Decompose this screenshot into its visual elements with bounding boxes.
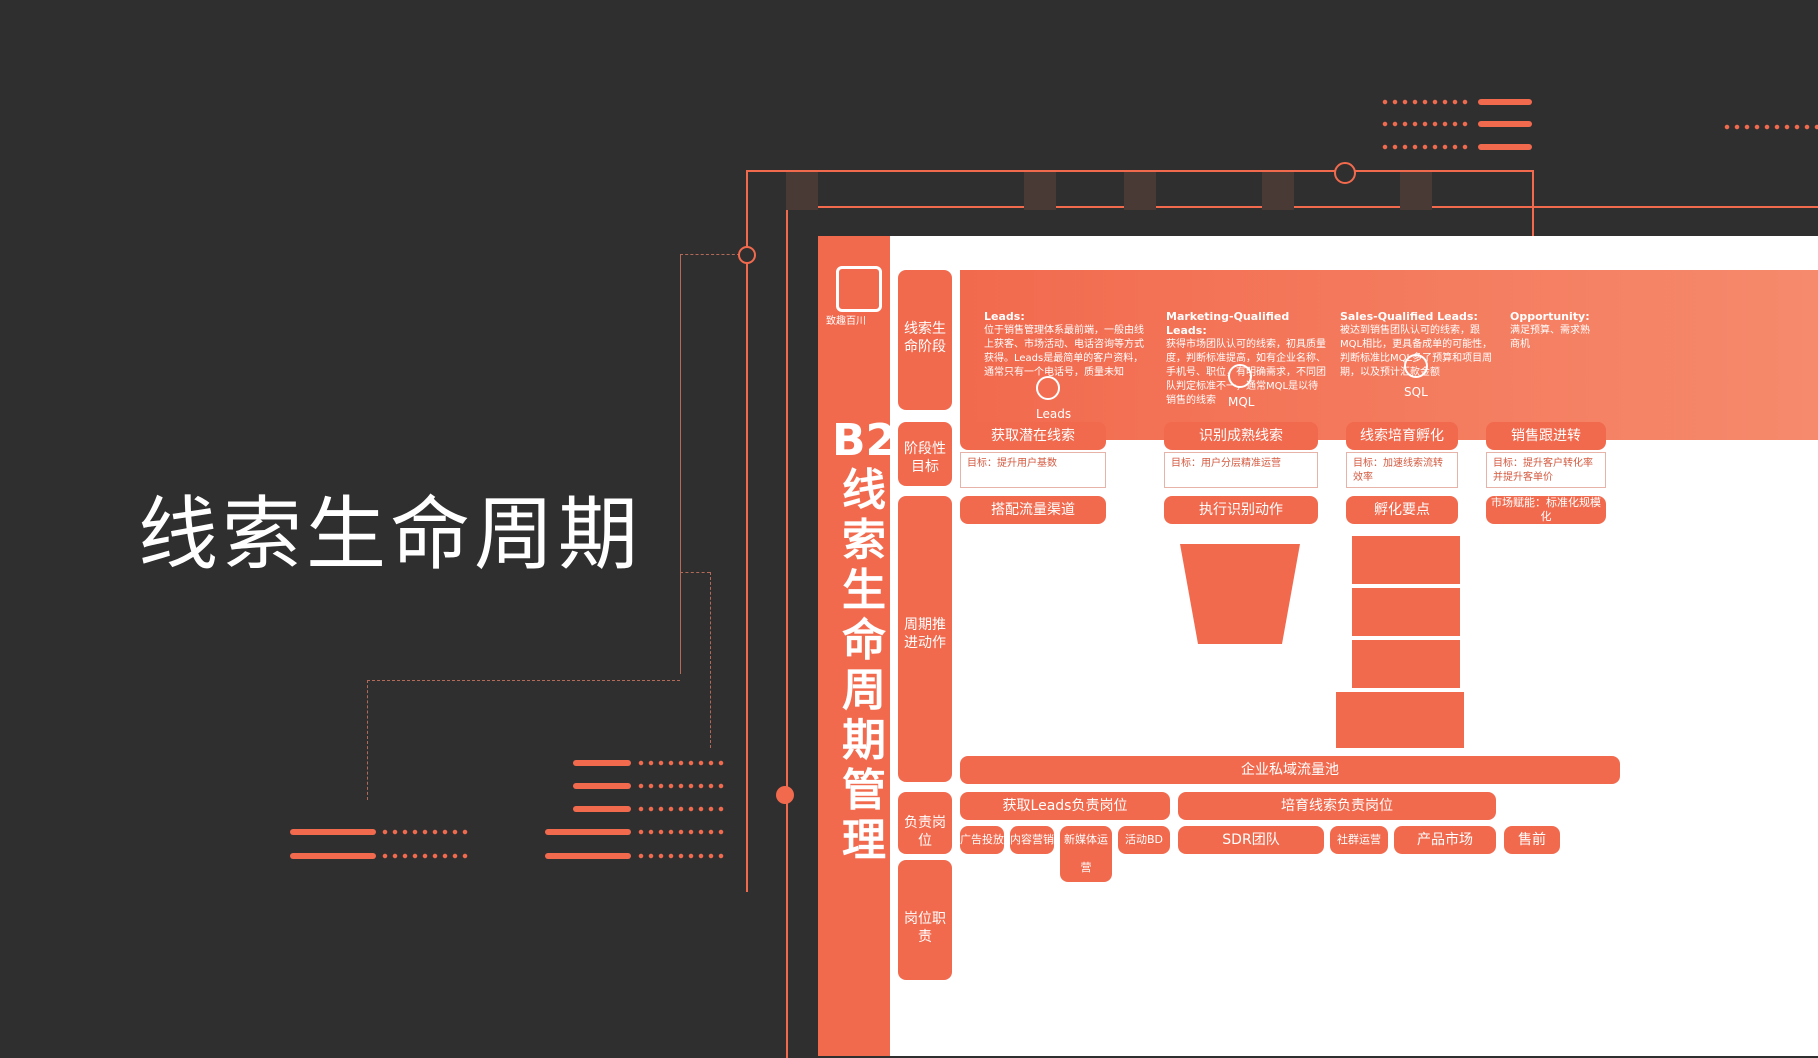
- poster: 致趣百川 B2B线索生命周期管理 线索生命阶段 阶段性目标 周期推进动作 负责岗…: [818, 236, 1818, 1056]
- decor-line-9: [290, 829, 376, 835]
- role-product-marketing: 产品市场: [1394, 826, 1496, 854]
- poster-vertical-title: B2B线索生命周期管理: [832, 415, 930, 866]
- incubate-box-3: [1352, 640, 1460, 688]
- decor-line-6: [573, 806, 631, 812]
- role-presales: 售前: [1504, 826, 1560, 854]
- goal-target-4: 目标：提升客户转化率并提升客单价: [1486, 452, 1606, 488]
- decor-dots-3: [1380, 144, 1470, 150]
- frame-node-2: [1334, 162, 1356, 184]
- frame-inner: [786, 206, 1818, 1058]
- dashed-connector-4: [367, 680, 368, 800]
- stage-marker-mql: MQL: [1228, 364, 1254, 409]
- goal-title-1: 获取潜在线索: [960, 422, 1106, 450]
- goal-title-4: 销售跟进转: [1486, 422, 1606, 450]
- action-channels: 搭配流量渠道: [960, 496, 1106, 524]
- stage-leads: Leads:位于销售管理体系最前端，一般由线上获客、市场活动、电话咨询等方式获得…: [984, 310, 1144, 378]
- decor-dots-2: [1380, 121, 1470, 127]
- stage-opp: Opportunity:满足预算、需求熟商机: [1510, 310, 1590, 350]
- decor-line-4: [573, 760, 631, 766]
- role-community: 社群运营: [1330, 826, 1388, 854]
- section-label-role: 负责岗位: [898, 792, 952, 854]
- frame-tooth: [1262, 172, 1294, 210]
- decor-line-2: [1478, 121, 1532, 127]
- private-pool: 企业私域流量池: [960, 756, 1620, 784]
- decor-dots-1: [1380, 99, 1470, 105]
- stage-marker-sql: SQL: [1404, 354, 1428, 399]
- goal-target-3: 目标：加速线索流转效率: [1346, 452, 1458, 488]
- role-ad: 广告投放: [960, 826, 1004, 854]
- goal-target-2: 目标：用户分层精准运营: [1164, 452, 1318, 488]
- decor-dots-10: [380, 853, 470, 859]
- role-content: 内容营销: [1010, 826, 1054, 854]
- incubate-box-1: [1352, 536, 1460, 584]
- role-sdr: SDR团队: [1178, 826, 1324, 854]
- decor-dots-6: [636, 806, 726, 812]
- stage-banner: Leads:位于销售管理体系最前端，一般由线上获客、市场活动、电话咨询等方式获得…: [960, 270, 1818, 440]
- goal-title-3: 线索培育孵化: [1346, 422, 1458, 450]
- dashed-connector-2: [680, 254, 681, 674]
- decor-line-8: [545, 853, 631, 859]
- decor-line-3: [1478, 144, 1532, 150]
- section-label-stage: 线索生命阶段: [898, 270, 952, 410]
- goal-target-1: 目标：提升用户基数: [960, 452, 1106, 488]
- logo: [836, 266, 882, 312]
- frame-tooth: [1024, 172, 1056, 210]
- poster-content: 线索生命阶段 阶段性目标 周期推进动作 负责岗位 岗位职责 Leads:位于销售…: [890, 236, 1818, 1056]
- dashed-connector-3: [367, 680, 680, 681]
- action-identify: 执行识别动作: [1164, 496, 1318, 524]
- roles-group-leads: 获取Leads负责岗位: [960, 792, 1170, 820]
- frame-tooth: [786, 172, 818, 210]
- decor-dots-1: [1722, 124, 1818, 130]
- dashed-connector-5: [680, 572, 710, 573]
- incubate-box-2: [1352, 588, 1460, 636]
- stage-marker-leads: Leads: [1036, 376, 1071, 421]
- role-bd: 活动BD: [1118, 826, 1170, 854]
- dashed-connector-6: [710, 572, 711, 748]
- incubate-box-4: [1336, 692, 1464, 748]
- decor-line-7: [545, 829, 631, 835]
- dashed-connector-1: [680, 254, 740, 255]
- decor-dots-7: [636, 829, 726, 835]
- decor-dots-4: [636, 760, 726, 766]
- frame-node-1: [738, 246, 756, 264]
- section-label-duty: 岗位职责: [898, 860, 952, 980]
- decor-dots-9: [380, 829, 470, 835]
- page-title: 线索生命周期: [138, 488, 642, 581]
- action-incubate: 孵化要点: [1346, 496, 1458, 524]
- role-newmedia: 新媒体运营: [1060, 826, 1112, 882]
- decor-line-5: [573, 783, 631, 789]
- goal-title-2: 识别成熟线索: [1164, 422, 1318, 450]
- section-label-goal: 阶段性目标: [898, 422, 952, 486]
- action-empower: 市场赋能：标准化规模化: [1486, 496, 1606, 524]
- decor-line-10: [290, 853, 376, 859]
- roles-group-nurture: 培育线索负责岗位: [1178, 792, 1496, 820]
- decor-dots-8: [636, 853, 726, 859]
- frame-tooth: [1124, 172, 1156, 210]
- identify-funnel: [1180, 544, 1300, 644]
- frame-tooth: [1400, 172, 1432, 210]
- section-label-action: 周期推进动作: [898, 496, 952, 782]
- frame-dot: [776, 786, 794, 804]
- decor-dots-5: [636, 783, 726, 789]
- logo-text: 致趣百川: [826, 316, 866, 327]
- decor-line-1: [1478, 99, 1532, 105]
